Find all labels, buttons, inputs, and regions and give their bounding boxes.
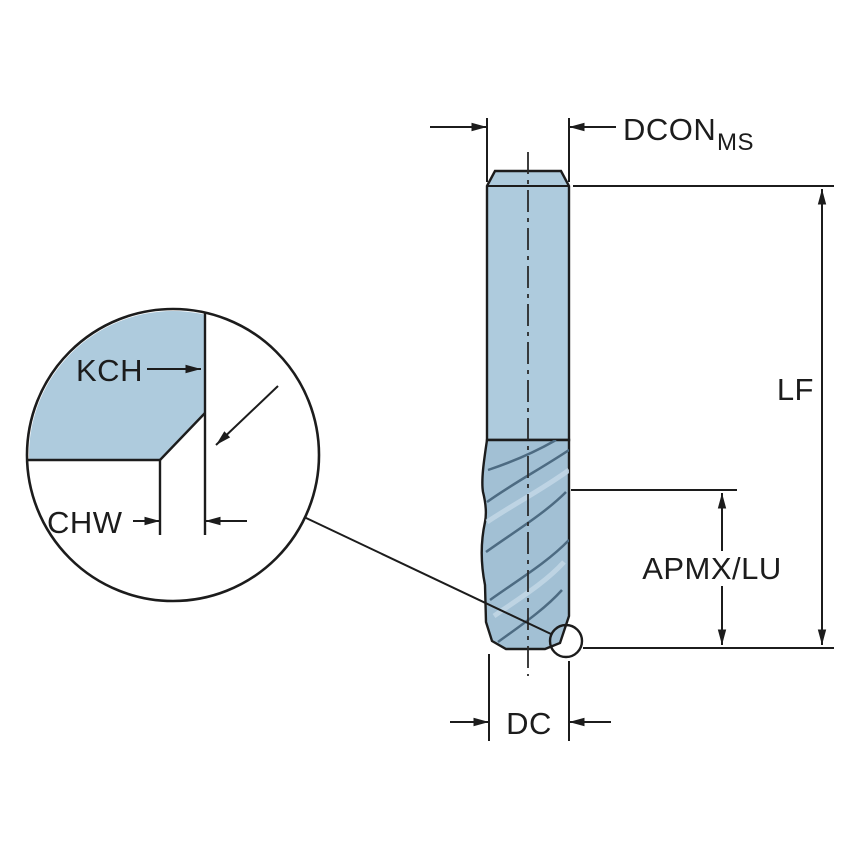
- detail-leader-line: [303, 516, 552, 635]
- helix-line-4: [497, 589, 563, 644]
- dc-label: DC: [506, 706, 552, 741]
- kch-label: KCH: [76, 353, 143, 388]
- dimension-dcon-ms: DCON MS: [430, 112, 754, 182]
- dcon-label: DCON: [623, 112, 716, 147]
- dimension-apmx-lu: APMX/LU: [571, 489, 794, 645]
- apmx-lu-label: APMX/LU: [642, 551, 782, 586]
- detail-chamfer-edge: [159, 412, 206, 461]
- dimension-dc: DC: [450, 654, 611, 741]
- chamfer-angle-arrow: [215, 385, 279, 446]
- apmx-label-mask: [630, 551, 794, 586]
- lf-label: LF: [777, 372, 814, 407]
- end-mill: [480, 152, 571, 676]
- detail-target-circle: [548, 623, 584, 659]
- helix-line-0: [487, 440, 557, 472]
- helix-line-3: [489, 539, 569, 602]
- dimension-lf: LF: [573, 185, 834, 649]
- chw-label: CHW: [47, 505, 123, 540]
- dcon-subscript: MS: [717, 129, 754, 156]
